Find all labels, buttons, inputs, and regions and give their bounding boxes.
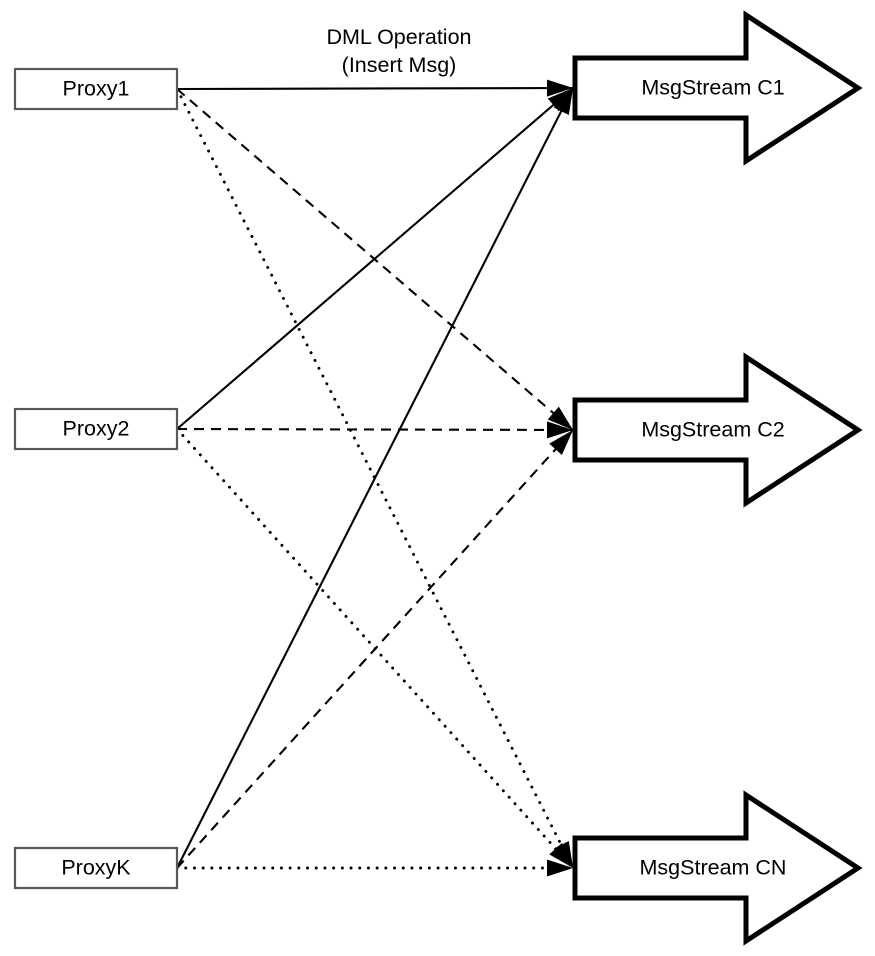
edge-label-dml-operation: DML Operation (Insert Msg) <box>327 25 472 77</box>
msgstream-node-stream_c2[interactable]: MsgStream C2 <box>572 352 863 508</box>
connection-line-solid <box>176 87 574 869</box>
proxy-node-proxy1[interactable]: Proxy1 <box>13 67 179 111</box>
streams-layer: MsgStream C1 MsgStream C2 MsgStream CN <box>572 10 863 946</box>
msgstream-arrow-shape[interactable] <box>572 352 863 508</box>
proxy-box-rect[interactable] <box>13 846 179 890</box>
edge-label-line1: DML Operation <box>327 25 472 49</box>
msgstream-label: MsgStream C2 <box>641 418 784 442</box>
arrow-head-p1-c2 <box>547 406 573 430</box>
connection-line-dashed <box>176 429 574 869</box>
connection-pk-c2 <box>176 429 574 869</box>
arrow-head-pk-c2 <box>549 430 573 455</box>
msgstream-node-stream_cn[interactable]: MsgStream CN <box>572 790 863 946</box>
connections-layer <box>175 86 575 870</box>
connection-p1-c1 <box>176 86 574 91</box>
connection-line-solid <box>176 86 574 91</box>
connection-pk-c1 <box>176 87 574 869</box>
proxy-box-rect[interactable] <box>13 67 179 111</box>
msgstream-arrow-shape[interactable] <box>572 790 863 946</box>
arrow-head-pk-cn <box>547 859 573 877</box>
msgstream-label: MsgStream CN <box>640 856 787 880</box>
connection-p2-c2 <box>176 427 574 432</box>
msgstream-arrow-shape[interactable] <box>572 10 863 166</box>
edge-label-line2: (Insert Msg) <box>342 53 457 77</box>
arrow-head-p1-c1 <box>546 79 573 97</box>
connection-p2-c1 <box>176 87 574 430</box>
connection-line-solid <box>176 87 574 430</box>
arrow-head-pk-c1 <box>553 88 573 116</box>
msgstream-label: MsgStream C1 <box>641 76 784 100</box>
arrow-head-p2-c1 <box>547 88 573 112</box>
proxy-box-rect[interactable] <box>13 407 179 451</box>
arrowheads-layer <box>546 79 573 877</box>
arrow-head-p2-cn <box>549 843 573 868</box>
proxy-label: ProxyK <box>61 856 131 880</box>
connection-line-dashed <box>176 427 574 432</box>
msgstream-node-stream_c1[interactable]: MsgStream C1 <box>572 10 863 166</box>
proxy-label: Proxy1 <box>63 77 130 101</box>
proxy-node-proxy2[interactable]: Proxy2 <box>13 407 179 451</box>
proxy-label: Proxy2 <box>63 417 130 441</box>
proxy-node-proxyk[interactable]: ProxyK <box>13 846 179 890</box>
arrow-head-p2-c2 <box>546 421 573 439</box>
